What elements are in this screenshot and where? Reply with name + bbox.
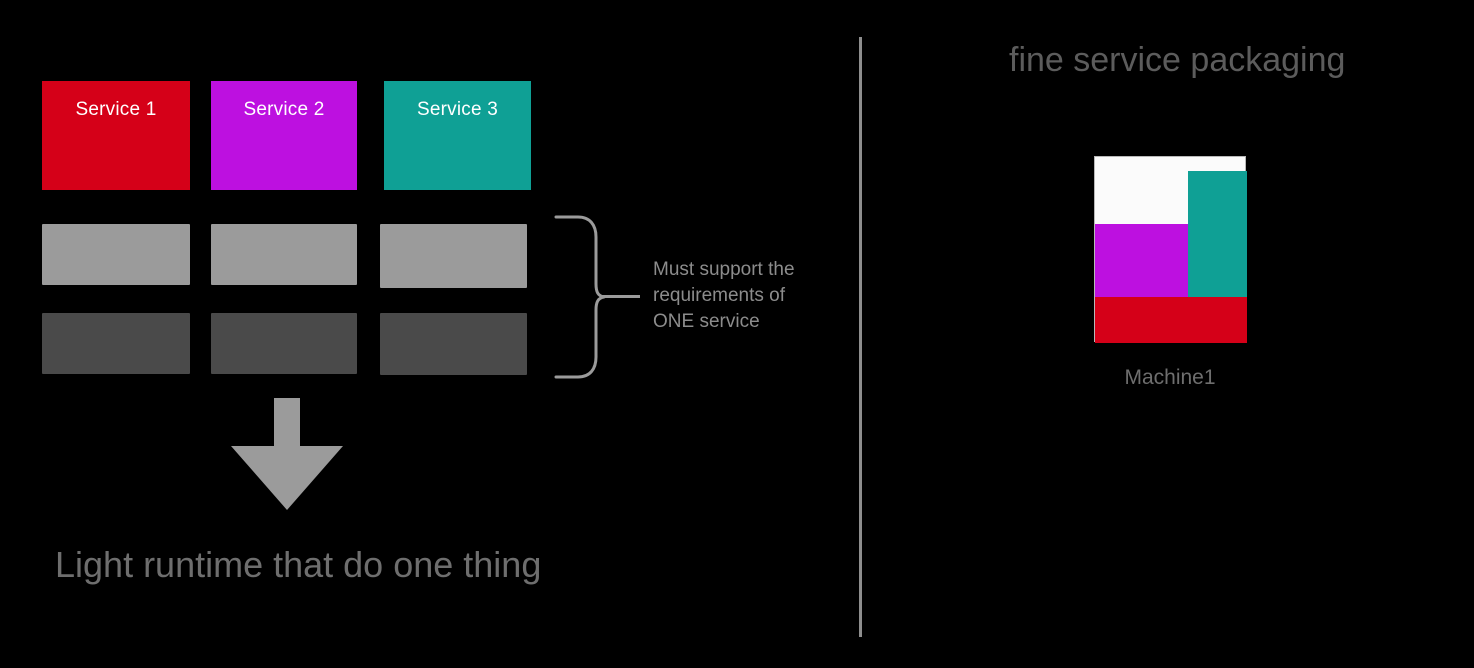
service-box-3: Service 3 bbox=[384, 81, 531, 190]
light-runtime-bar-2 bbox=[211, 224, 357, 285]
brace-annotation: Must support the requirements of ONE ser… bbox=[653, 257, 853, 335]
service-box-2: Service 2 bbox=[211, 81, 357, 190]
brace-annotation-line-1: Must support the bbox=[653, 259, 795, 280]
machine-label: Machine1 bbox=[1124, 366, 1216, 389]
service-box-3-label: Service 3 bbox=[416, 99, 498, 120]
left-panel: Service 1 Service 2 Service 3 Must suppo… bbox=[42, 81, 853, 585]
machine-segment-service1 bbox=[1095, 297, 1247, 343]
service-box-1: Service 1 bbox=[42, 81, 190, 190]
os-kernel-bar-2 bbox=[211, 313, 357, 374]
right-panel-title: fine service packaging bbox=[1009, 41, 1346, 79]
service-box-1-label: Service 1 bbox=[75, 99, 157, 120]
brace-connector-line bbox=[600, 295, 640, 298]
machine-box bbox=[1094, 156, 1247, 343]
down-arrow-icon bbox=[231, 398, 343, 510]
light-runtime-bar-3 bbox=[380, 224, 527, 288]
brace-annotation-line-2: requirements of bbox=[653, 285, 786, 306]
machine-segment-service2 bbox=[1095, 224, 1188, 297]
brace-annotation-line-3: ONE service bbox=[653, 311, 760, 332]
vertical-divider bbox=[859, 37, 862, 637]
machine-segment-service3 bbox=[1188, 171, 1247, 297]
service-box-2-label: Service 2 bbox=[243, 99, 325, 120]
bottom-caption: Light runtime that do one thing bbox=[55, 544, 542, 585]
machine-segment-free bbox=[1095, 157, 1188, 224]
right-panel: fine service packaging Machine1 bbox=[862, 0, 1474, 668]
light-runtime-bar-1 bbox=[42, 224, 190, 285]
os-kernel-bar-3 bbox=[380, 313, 527, 375]
os-kernel-bar-1 bbox=[42, 313, 190, 374]
